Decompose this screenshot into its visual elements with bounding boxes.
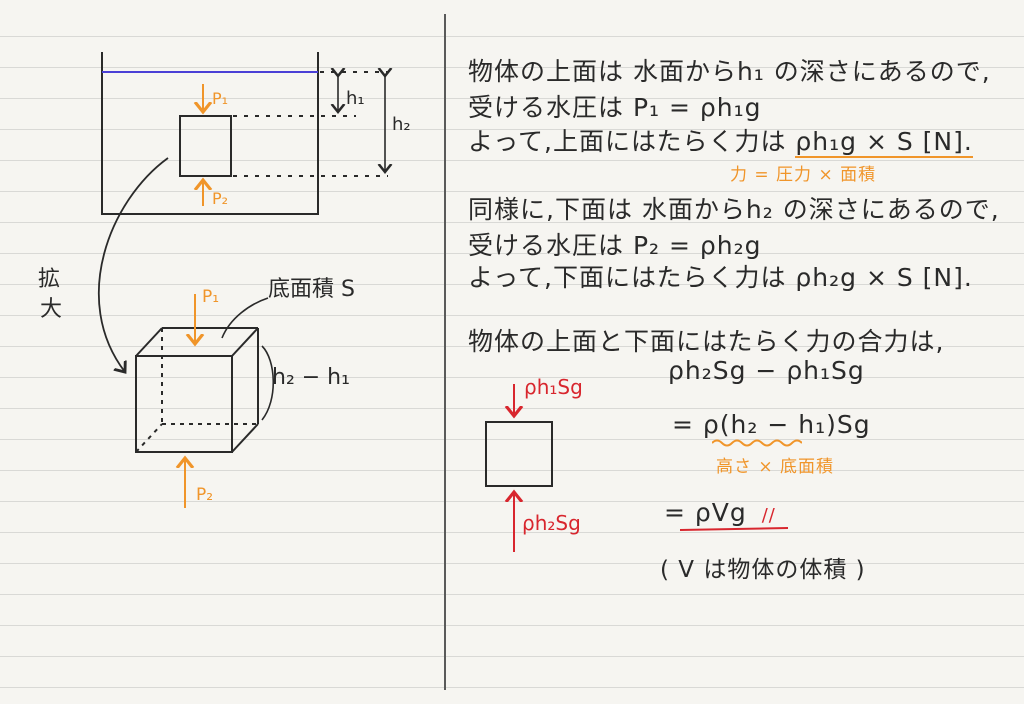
- note-line-5: 受ける水圧は P₂ = ρh₂g: [468, 231, 762, 260]
- enlarge-label-2: 大: [40, 297, 62, 322]
- force-box-diagram: ρh₁Sg ρh₂Sg: [485, 375, 583, 552]
- equation-3-underline: [680, 527, 789, 531]
- note-line-3-annotation: 力 = 圧力 × 面積: [730, 165, 877, 185]
- left-diagram: P₁ P₂ h₁ h₂ 拡 大 P₁ P₂ 底面積 S h₂ − h₁: [38, 52, 411, 508]
- volume-note: ( V は物体の体積 ): [660, 557, 866, 583]
- equation-2: = ρ(h₂ − h₁)Sg: [672, 410, 871, 439]
- submerged-object: [179, 115, 232, 177]
- note-line-7: 物体の上面と下面にはたらく力の合力は,: [468, 327, 945, 356]
- base-area-pointer: [221, 297, 269, 339]
- enlarge-label-1: 拡: [38, 267, 60, 292]
- note-line-3-prefix: よって,上面にはたらく力は: [468, 127, 796, 156]
- equation-3-mark: //: [761, 505, 776, 526]
- note-line-1: 物体の上面は 水面からh₁ の深さにあるので,: [468, 57, 991, 86]
- force-box: [485, 421, 553, 487]
- bottom-force-label: ρh₂Sg: [522, 511, 581, 535]
- cube-p2-label: P₂: [196, 485, 213, 505]
- note-line-3: よって,上面にはたらく力は ρh₁g × S [N].: [468, 122, 973, 158]
- equation-3-text: = ρVg: [664, 498, 747, 527]
- cube-height-label: h₂ − h₁: [272, 365, 350, 390]
- note-line-3-formula: ρh₁g × S [N].: [795, 127, 973, 158]
- h1-label: h₁: [346, 88, 365, 109]
- equation-2-text: = ρ(h₂ − h₁)Sg: [672, 410, 871, 439]
- top-force-label: ρh₁Sg: [524, 375, 583, 399]
- equation-1: ρh₂Sg − ρh₁Sg: [668, 356, 865, 385]
- base-area-label: 底面積 S: [268, 277, 355, 302]
- enlarge-arrow: [97, 157, 169, 372]
- cube-p1-label: P₁: [202, 287, 219, 307]
- page-divider: [444, 14, 446, 690]
- tank-p1-label: P₁: [212, 89, 228, 108]
- equation-2-wavy-underline: [712, 439, 802, 447]
- tank-p2-label: P₂: [212, 189, 228, 208]
- water-tank: [101, 52, 319, 215]
- note-line-2: 受ける水圧は P₁ = ρh₁g: [468, 93, 762, 122]
- equation-3: = ρVg //: [664, 498, 776, 527]
- h2-label: h₂: [392, 114, 411, 135]
- cube: [135, 327, 259, 453]
- note-line-4: 同様に,下面は 水面からh₂ の深さにあるので,: [468, 195, 1000, 224]
- height-brace: [261, 345, 275, 421]
- note-line-6: よって,下面にはたらく力は ρh₂g × S [N].: [468, 263, 973, 292]
- equation-2-annotation: 高さ × 底面積: [716, 457, 835, 477]
